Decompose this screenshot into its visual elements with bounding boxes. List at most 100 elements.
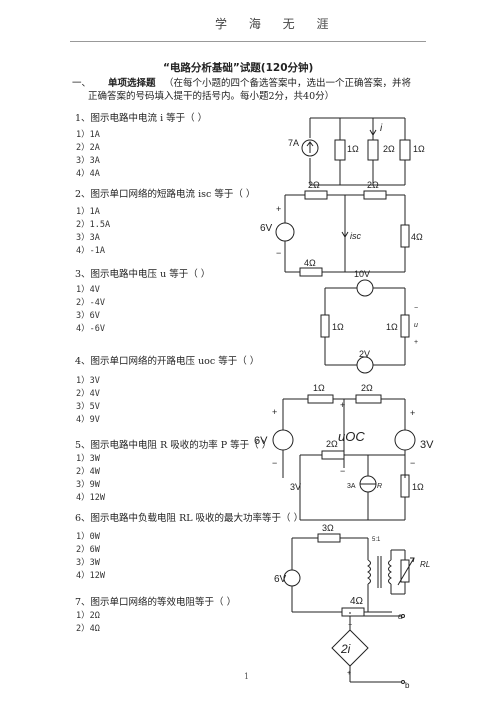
q1-option-2: 2）2A: [76, 143, 100, 153]
q4-option-3: 3）5V: [76, 402, 100, 412]
resistor-icon: [307, 394, 334, 404]
c6-ratio-label: 5:1: [372, 537, 381, 543]
c4-r-mid-label: 2Ω: [326, 439, 338, 449]
resistor-icon: [363, 190, 387, 200]
c4-right-minus: −: [410, 458, 415, 468]
resistor-icon: [400, 314, 410, 338]
question-7: 7、图示单口网络的等效电阻等于（ ）: [75, 597, 237, 608]
current-source-icon: [301, 139, 319, 157]
q7-option-1: 1）2Ω: [76, 611, 100, 621]
c3-src-top-label: 10V: [354, 269, 370, 279]
c4-node-plus: +: [340, 400, 345, 410]
c2-r-right-label: 4Ω: [411, 232, 423, 242]
c2-source-label: 6V: [260, 223, 273, 234]
c4-r-top2-label: 2Ω: [361, 383, 373, 393]
c4-node-minus: −: [340, 466, 345, 476]
q7-option-2: 2）4Ω: [76, 624, 100, 634]
c6-load-label: RL: [420, 560, 430, 569]
q4-option-2: 2）4V: [76, 389, 100, 399]
circuit-6: 3Ω 6V 4Ω 5:1 RL a b: [274, 523, 430, 690]
c3-r-mid-label: 1Ω: [386, 322, 398, 332]
c1-current-label: i: [380, 123, 383, 134]
c1-source-label: 7A: [288, 138, 299, 148]
c4-uoc-label: uOC: [338, 429, 365, 444]
page-number: 1: [244, 672, 250, 681]
c6-term-a: a: [398, 612, 403, 621]
resistor-icon: [399, 139, 411, 161]
question-1: 1、图示电路中电流 i 等于（ ）: [75, 113, 208, 124]
resistor-icon: [320, 314, 330, 338]
resistor-icon: [367, 139, 379, 161]
circuit-5: 3V 3A R 1Ω: [290, 455, 424, 521]
transformer-coil-icon: [388, 559, 392, 585]
q3-option-4: 4）-6V: [76, 324, 105, 334]
voltage-source-icon: [272, 429, 294, 451]
section-number: 一、: [72, 78, 92, 89]
q2-option-1: 1）1A: [76, 207, 100, 217]
c4-left-minus: −: [272, 458, 277, 468]
c5-src-v-label: 3V: [290, 482, 301, 492]
c4-src-right-label: 3V: [420, 439, 434, 451]
c3-minus: −: [414, 305, 418, 312]
q3-option-3: 3）6V: [76, 311, 100, 321]
question-4: 4、图示单口网络的开路电压 uoc 等于（ ）: [75, 356, 260, 367]
q2-option-4: 4）-1A: [76, 246, 105, 256]
c1-r3-label: 1Ω: [413, 144, 425, 154]
c3-r-left-label: 1Ω: [332, 322, 344, 332]
c4-r-top1-label: 1Ω: [313, 383, 325, 393]
circuit-2: 2Ω 2Ω 6V + − 4Ω isc 4Ω: [260, 180, 423, 277]
q1-option-3: 3）3A: [76, 156, 100, 166]
q6-option-1: 1）0W: [76, 532, 100, 542]
c7-dep-source-label: 2i: [340, 642, 351, 656]
c5-src-i-label: 3A: [347, 483, 356, 490]
c7-plus: +: [347, 670, 351, 677]
q5-option-3: 3）9W: [76, 480, 100, 490]
c2-r-top2-label: 2Ω: [367, 180, 379, 190]
q3-option-2: 2）-4V: [76, 298, 105, 308]
c4-left-plus: +: [272, 407, 277, 417]
resistor-icon: [400, 224, 410, 248]
voltage-source-icon: [356, 279, 374, 297]
q5-option-1: 1）3W: [76, 454, 100, 464]
q2-option-3: 3）3A: [76, 233, 100, 243]
q1-option-4: 4）4A: [76, 169, 100, 179]
resistor-icon: [304, 190, 328, 200]
circuit-3: 10V 1Ω 1Ω − u + 2V: [320, 269, 418, 374]
voltage-source-icon: [275, 222, 295, 242]
page-header: 学 海 无 涯: [215, 17, 338, 31]
exam-title: “电路分析基础”试题(120分钟): [163, 62, 314, 74]
resistor-icon: [355, 394, 382, 404]
voltage-source-icon: [283, 569, 301, 587]
q5-option-2: 2）4W: [76, 467, 100, 477]
c5-r-right-label: 1Ω: [412, 482, 424, 492]
section-note-2: 正确答案的号码填入提干的括号内。每小题2分，共40分）: [88, 91, 335, 102]
circuit-4: 1Ω 2Ω 6V + − 3V + − + uOC 2Ω −: [254, 383, 434, 478]
q6-option-3: 3）3W: [76, 558, 100, 568]
c2-current-label: isc: [350, 231, 361, 241]
question-5: 5、图示电路中电阻 R 吸收的功率 P 等于（ ）: [75, 440, 272, 451]
q5-option-4: 4）12W: [76, 493, 105, 503]
resistor-icon: [299, 267, 323, 277]
question-3: 3、图示电路中电压 u 等于（ ）: [75, 269, 211, 280]
c1-r2-label: 2Ω: [383, 144, 395, 154]
question-2: 2、图示单口网络的短路电流 isc 等于（ ）: [75, 189, 256, 200]
c2-r-bottom-label: 4Ω: [304, 258, 316, 268]
terminal-a-icon: [401, 614, 405, 618]
resistor-icon: [341, 607, 365, 617]
resistor-icon: [317, 533, 341, 543]
c3-u-label: u: [414, 322, 418, 329]
c4-src-left-label: 6V: [254, 435, 268, 447]
terminal-b-icon: [401, 680, 405, 684]
circuit-1: 7A 1Ω i 2Ω 1Ω: [288, 117, 425, 186]
resistor-icon: [321, 450, 345, 460]
transformer-coil-icon: [367, 559, 371, 585]
q4-option-1: 1）3V: [76, 376, 100, 386]
c4-right-plus: +: [410, 408, 415, 418]
c3-plus: +: [414, 339, 418, 346]
voltage-source-icon: [394, 429, 416, 451]
q4-option-4: 4）9V: [76, 415, 100, 425]
c3-src-bottom-label: 2V: [359, 349, 370, 359]
section-note-1: （在每个小题的四个备选答案中，选出一个正确答案，并将: [164, 78, 412, 89]
q2-option-2: 2）1.5A: [76, 220, 111, 230]
